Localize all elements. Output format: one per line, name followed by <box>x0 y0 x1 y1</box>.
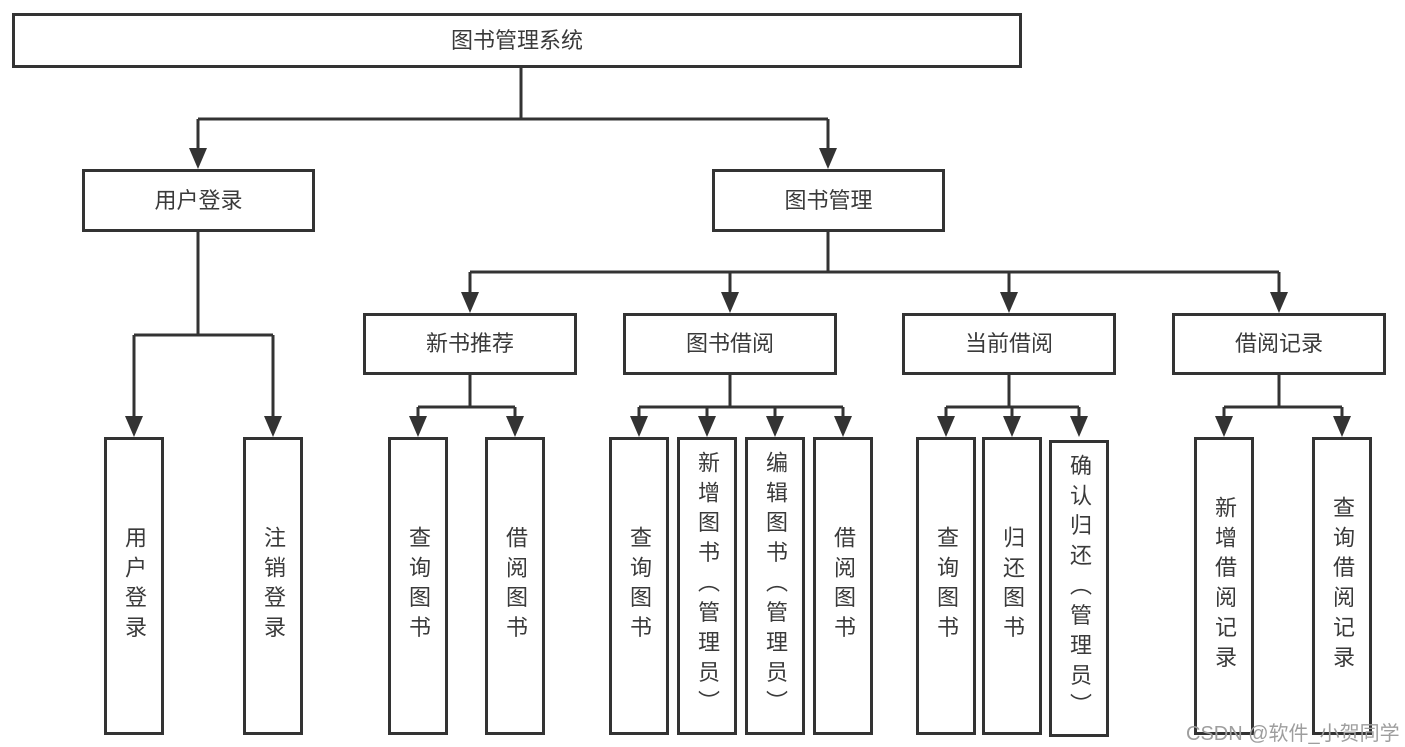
arrow-down-icon <box>1333 416 1351 437</box>
node-book-borrowing: 图书借阅 <box>623 313 837 375</box>
node-label: 查询借阅记录 <box>1330 496 1355 676</box>
csdn-watermark: CSDN @软件_小贺同学 <box>1186 723 1400 745</box>
arrow-down-icon <box>1070 416 1088 437</box>
node-current-borrowing: 当前借阅 <box>902 313 1116 375</box>
node-book-management: 图书管理 <box>712 169 945 232</box>
arrow-down-icon <box>937 416 955 437</box>
leaf-current-return-books: 归还图书 <box>982 437 1042 735</box>
arrow-down-icon <box>1000 292 1018 313</box>
arrow-down-icon <box>721 292 739 313</box>
arrow-down-icon <box>819 148 837 169</box>
leaf-records-add-record: 新增借阅记录 <box>1194 437 1254 735</box>
leaf-borrowing-query-books: 查询图书 <box>609 437 669 735</box>
arrow-down-icon <box>125 416 143 437</box>
leaf-records-query-record: 查询借阅记录 <box>1312 437 1372 735</box>
arrow-down-icon <box>630 416 648 437</box>
node-label: 查询图书 <box>627 526 652 646</box>
node-label: 查询图书 <box>934 526 959 646</box>
node-label: 查询图书 <box>406 526 431 646</box>
arrow-down-icon <box>766 416 784 437</box>
node-label: 图书管理 <box>784 187 873 213</box>
leaf-logout: 注销登录 <box>243 437 303 735</box>
node-label: 用户登录 <box>154 187 243 213</box>
arrow-down-icon <box>1003 416 1021 437</box>
arrow-down-icon <box>461 292 479 313</box>
arrow-down-icon <box>409 416 427 437</box>
leaf-borrowing-borrow-books: 借阅图书 <box>813 437 873 735</box>
node-label: 归还图书 <box>1000 526 1025 646</box>
node-borrowing-records: 借阅记录 <box>1172 313 1386 375</box>
arrow-down-icon <box>264 416 282 437</box>
leaf-recommend-query-books: 查询图书 <box>388 437 448 735</box>
node-user-login: 用户登录 <box>82 169 315 232</box>
node-label: 新书推荐 <box>425 331 514 356</box>
leaf-borrowing-edit-books-admin: 编辑图书（管理员） <box>745 437 805 735</box>
leaf-current-query-books: 查询图书 <box>916 437 976 735</box>
node-label: 注销登录 <box>261 526 286 646</box>
node-label: 图书借阅 <box>685 331 774 356</box>
leaf-current-confirm-return-admin: 确认归还（管理员） <box>1049 440 1109 737</box>
node-new-book-recommend: 新书推荐 <box>363 313 577 375</box>
node-label: 借阅图书 <box>503 526 528 646</box>
leaf-user-login: 用户登录 <box>104 437 164 735</box>
arrow-down-icon <box>1270 292 1288 313</box>
connector-lines <box>132 68 1344 420</box>
node-label: 借阅记录 <box>1234 331 1323 356</box>
arrow-down-icon <box>506 416 524 437</box>
node-label: 编辑图书（管理员） <box>763 451 788 721</box>
node-label: 新增图书（管理员） <box>695 451 720 721</box>
arrow-down-icon <box>698 416 716 437</box>
leaf-recommend-borrow-books: 借阅图书 <box>485 437 545 735</box>
node-label: 用户登录 <box>122 526 147 646</box>
arrow-down-icon <box>1215 416 1233 437</box>
node-label: 新增借阅记录 <box>1212 496 1237 676</box>
arrow-down-icon <box>834 416 852 437</box>
node-label: 图书管理系统 <box>450 27 583 53</box>
node-label: 确认归还（管理员） <box>1067 453 1092 724</box>
node-label: 当前借阅 <box>964 331 1053 356</box>
node-root-system: 图书管理系统 <box>12 13 1022 68</box>
leaf-borrowing-add-books-admin: 新增图书（管理员） <box>677 437 737 735</box>
arrow-down-icon <box>189 148 207 169</box>
node-label: 借阅图书 <box>831 526 856 646</box>
